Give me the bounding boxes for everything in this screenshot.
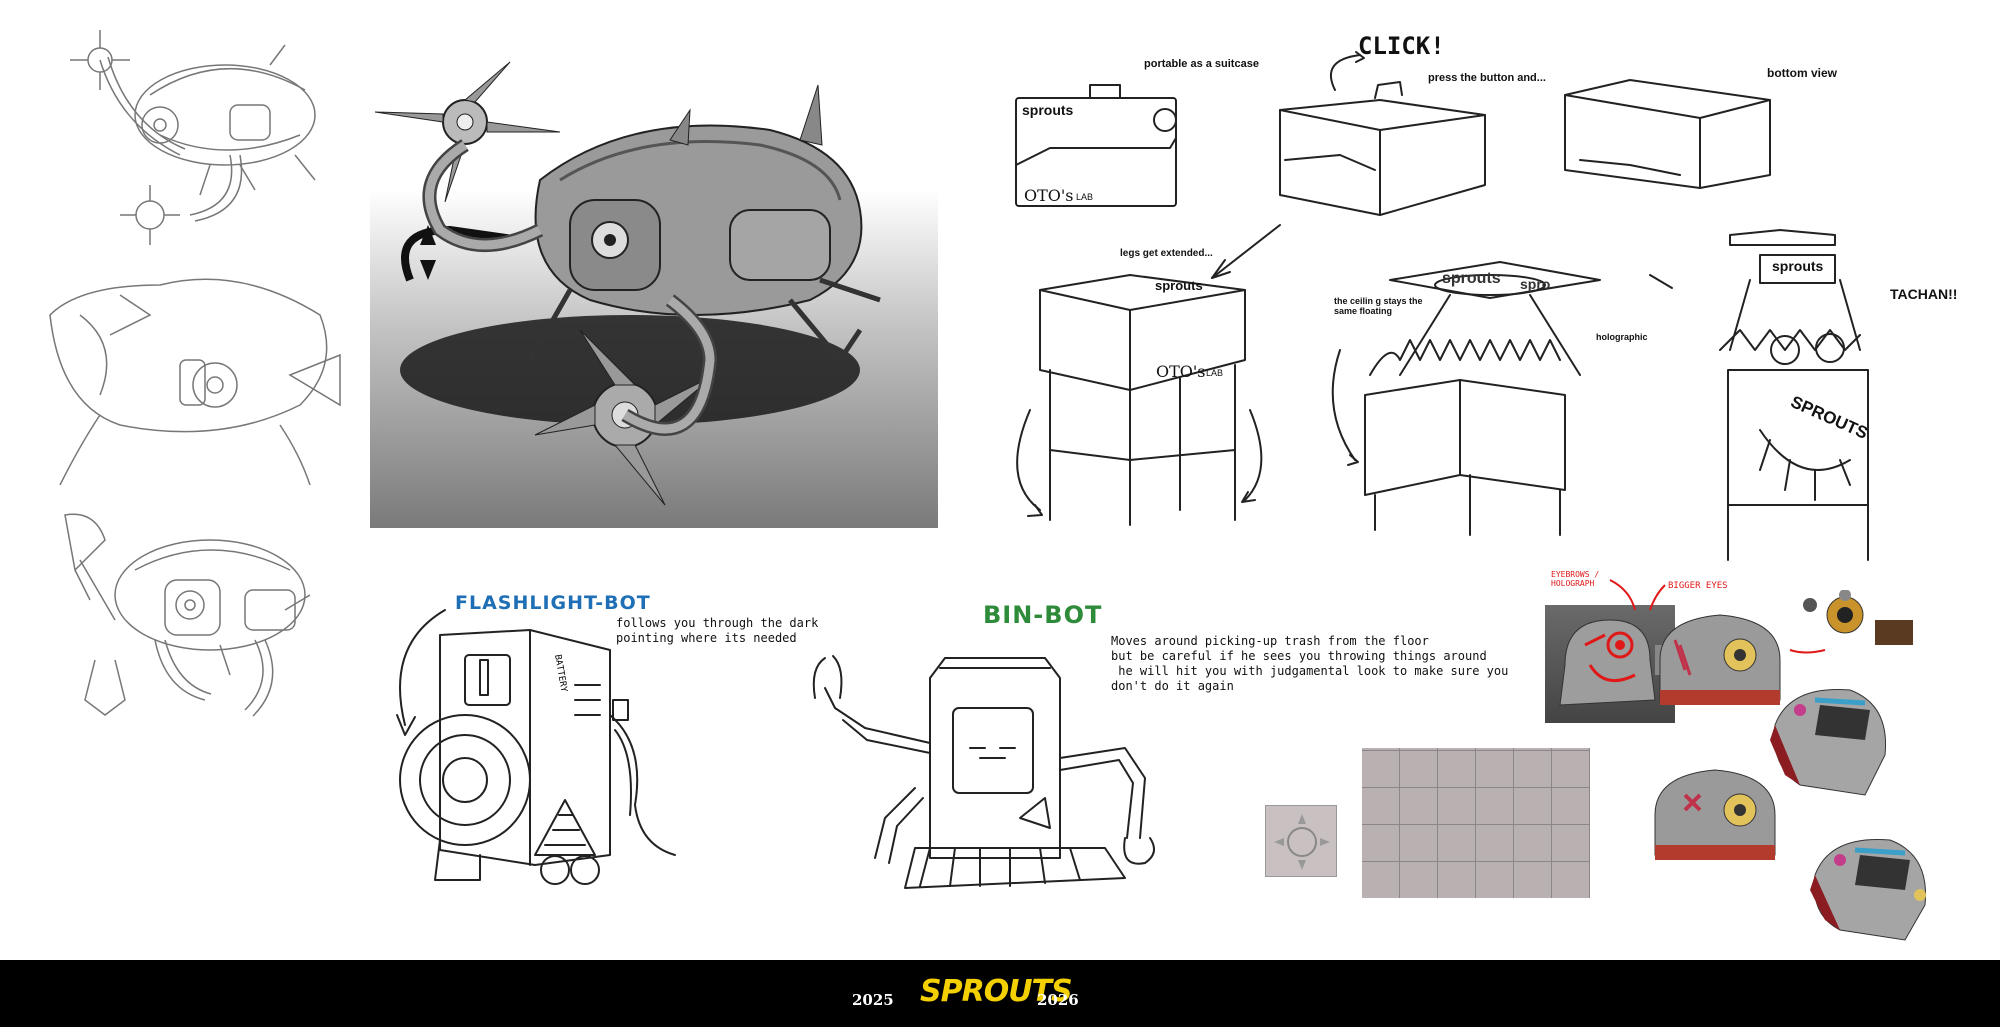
click-note: CLICK!	[1358, 32, 1445, 60]
flashlight-bot-line1: follows you through the dark	[616, 616, 819, 630]
bin-bot-line4: don't do it again	[1111, 679, 1234, 693]
texture-tile-grid	[1362, 748, 1590, 898]
tachan-brand: sprouts	[1772, 258, 1824, 274]
red-arrows	[1609, 579, 1666, 611]
bottom-view-note: bottom view	[1767, 66, 1838, 80]
robot-sketch-bottom-drawing	[64, 513, 311, 717]
portable-note: portable as a suitcase	[1144, 58, 1259, 70]
robot-sketch-drawings	[49, 30, 341, 485]
tachan-note: TACHAN!!	[1890, 286, 1958, 302]
bin-bot-title: BIN-BOT	[983, 601, 1103, 629]
bin-bot-sketch	[805, 648, 1185, 898]
footer-logo: SPROUTS	[920, 974, 1073, 1009]
bin-bot-line2: but be careful if he sees you throwing t…	[1111, 649, 1487, 663]
robot-sketch-column	[40, 15, 360, 485]
box-lab-suffix: LAB	[1206, 368, 1224, 378]
box-lab-name: OTO's	[1156, 362, 1206, 381]
bin-bot-line3: he will hit you with judgamental look to…	[1111, 664, 1509, 678]
robot-render-drawing	[374, 61, 881, 506]
flashlight-bot-line2: pointing where its needed	[616, 631, 797, 645]
red-annotation-left: EYEBROWS / HOLOGRAPH	[1551, 570, 1600, 588]
robot-renders-colored	[1654, 590, 1927, 941]
legs-note: legs get extended...	[1120, 248, 1213, 259]
bin-bot-line1: Moves around picking-up trash from the f…	[1111, 634, 1429, 648]
holo-brand-cut: spro	[1520, 276, 1551, 292]
holographic-note: holographic	[1596, 332, 1648, 342]
texture-sun-icon	[1274, 814, 1330, 870]
red-annotation-right: BIGGER EYES	[1668, 581, 1728, 591]
box-brand: sprouts	[1155, 278, 1203, 293]
ceiling-note-2: same floating	[1334, 306, 1393, 316]
battery-label: BATTERY	[552, 654, 569, 694]
suitcase-storyboard: portable as a suitcase CLICK! press the …	[980, 30, 1980, 570]
flashlight-bot-drawing: BATTERY	[396, 609, 676, 885]
bin-bot-drawing	[812, 655, 1155, 889]
robot-render	[370, 30, 938, 528]
texture-tile-single	[1265, 805, 1337, 877]
suitcase-lab-name: OTO's	[1024, 186, 1074, 205]
flashlight-bot-title: FLASHLIGHT-BOT	[455, 592, 651, 614]
suitcase-brand: sprouts	[1022, 102, 1074, 118]
suitcase-lab-suffix: LAB	[1076, 192, 1094, 202]
footer-year-start: 2025	[852, 991, 894, 1009]
footer-bar: 2025 SPROUTS 2026	[0, 960, 2000, 1027]
suitcase-storyboard-drawing	[1015, 51, 1869, 561]
footer-year-end: 2026	[1037, 991, 1079, 1009]
press-note: press the button and...	[1428, 72, 1546, 84]
flashlight-bot-sketch: BATTERY	[385, 605, 735, 895]
robot-sketch-bottom	[45, 500, 345, 730]
holo-brand: sprouts	[1442, 270, 1501, 287]
ceiling-note-1: the ceilin g stays the	[1334, 296, 1423, 306]
